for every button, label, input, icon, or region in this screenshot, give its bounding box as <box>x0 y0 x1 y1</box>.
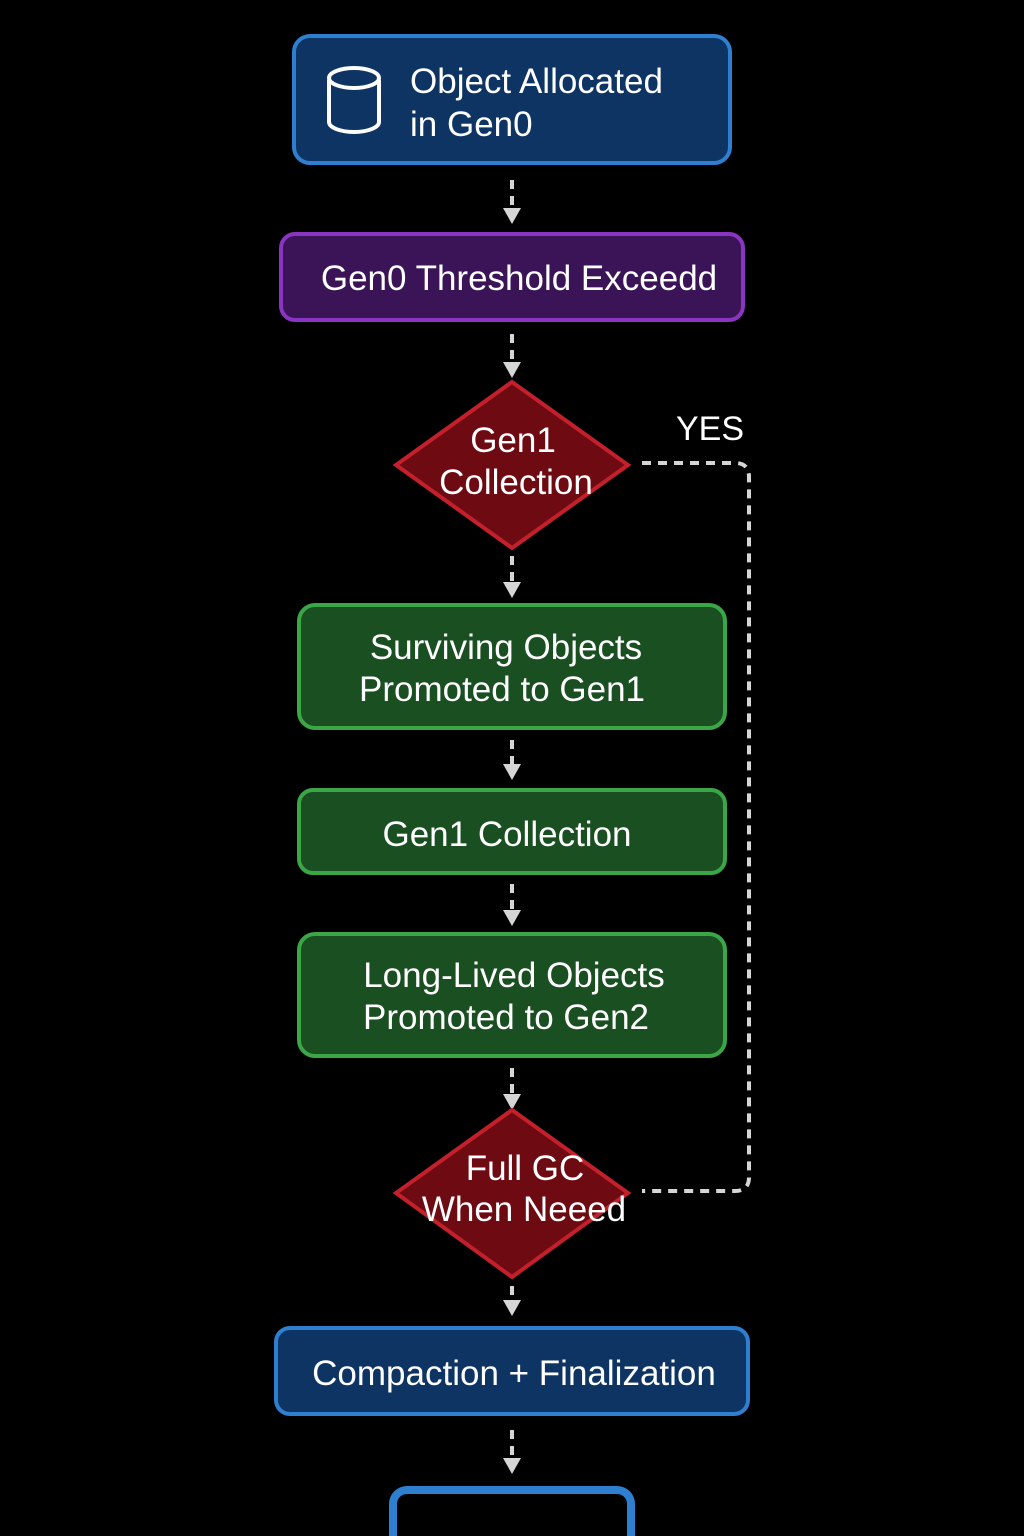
decision-full-gc: Full GC When Neeed <box>392 1107 632 1280</box>
node-object-allocated-line-2: in Gen0 <box>410 105 533 144</box>
connector-full-gc-to-compaction <box>503 1286 521 1316</box>
node-object-allocated-line-1: Object Allocated <box>410 62 663 101</box>
node-compaction-finalization: Compaction + Finalization <box>274 1326 750 1416</box>
node-final-partial <box>389 1486 635 1536</box>
node-surviving-objects-line-1: Surviving Objects <box>370 628 642 667</box>
decision-gen1-collection-line-2: Collection <box>439 463 593 502</box>
node-surviving-objects: Surviving Objects Promoted to Gen1 <box>297 603 727 730</box>
node-compaction-finalization-label: Compaction + Finalization <box>312 1354 716 1393</box>
connector-promote-gen2-to-full-gc <box>503 1068 521 1110</box>
node-gen0-threshold-label: Gen0 Threshold Exceedd <box>321 259 717 298</box>
connector-compaction-to-final <box>503 1430 521 1474</box>
node-object-allocated: Object Allocated in Gen0 <box>292 34 732 165</box>
node-long-lived-objects-line-1: Long-Lived Objects <box>363 956 665 995</box>
node-surviving-objects-line-2: Promoted to Gen1 <box>359 670 645 709</box>
node-long-lived-objects-line-2: Promoted to Gen2 <box>363 998 649 1037</box>
connector-gen1-collection-to-promote-gen2 <box>503 884 521 926</box>
decision-full-gc-line-1: Full GC <box>466 1149 585 1188</box>
node-gen0-threshold: Gen0 Threshold Exceedd <box>279 232 745 322</box>
node-long-lived-objects: Long-Lived Objects Promoted to Gen2 <box>297 932 727 1058</box>
connector-allocated-to-threshold <box>503 180 521 224</box>
decision-gen1-collection: Gen1 Collection <box>392 379 632 551</box>
node-gen1-collection: Gen1 Collection <box>297 788 727 875</box>
decision-full-gc-line-2: When Neeed <box>422 1190 626 1229</box>
connector-threshold-to-decision <box>503 334 521 378</box>
yes-label: YES <box>676 410 744 448</box>
decision-gen1-collection-line-1: Gen1 <box>470 421 556 460</box>
connector-decision-to-promote-gen1 <box>503 556 521 598</box>
connector-promote-gen1-to-gen1-collection <box>503 740 521 780</box>
node-gen1-collection-label: Gen1 Collection <box>382 815 631 854</box>
database-icon <box>327 66 381 134</box>
connector-yes-loop <box>642 461 751 1193</box>
